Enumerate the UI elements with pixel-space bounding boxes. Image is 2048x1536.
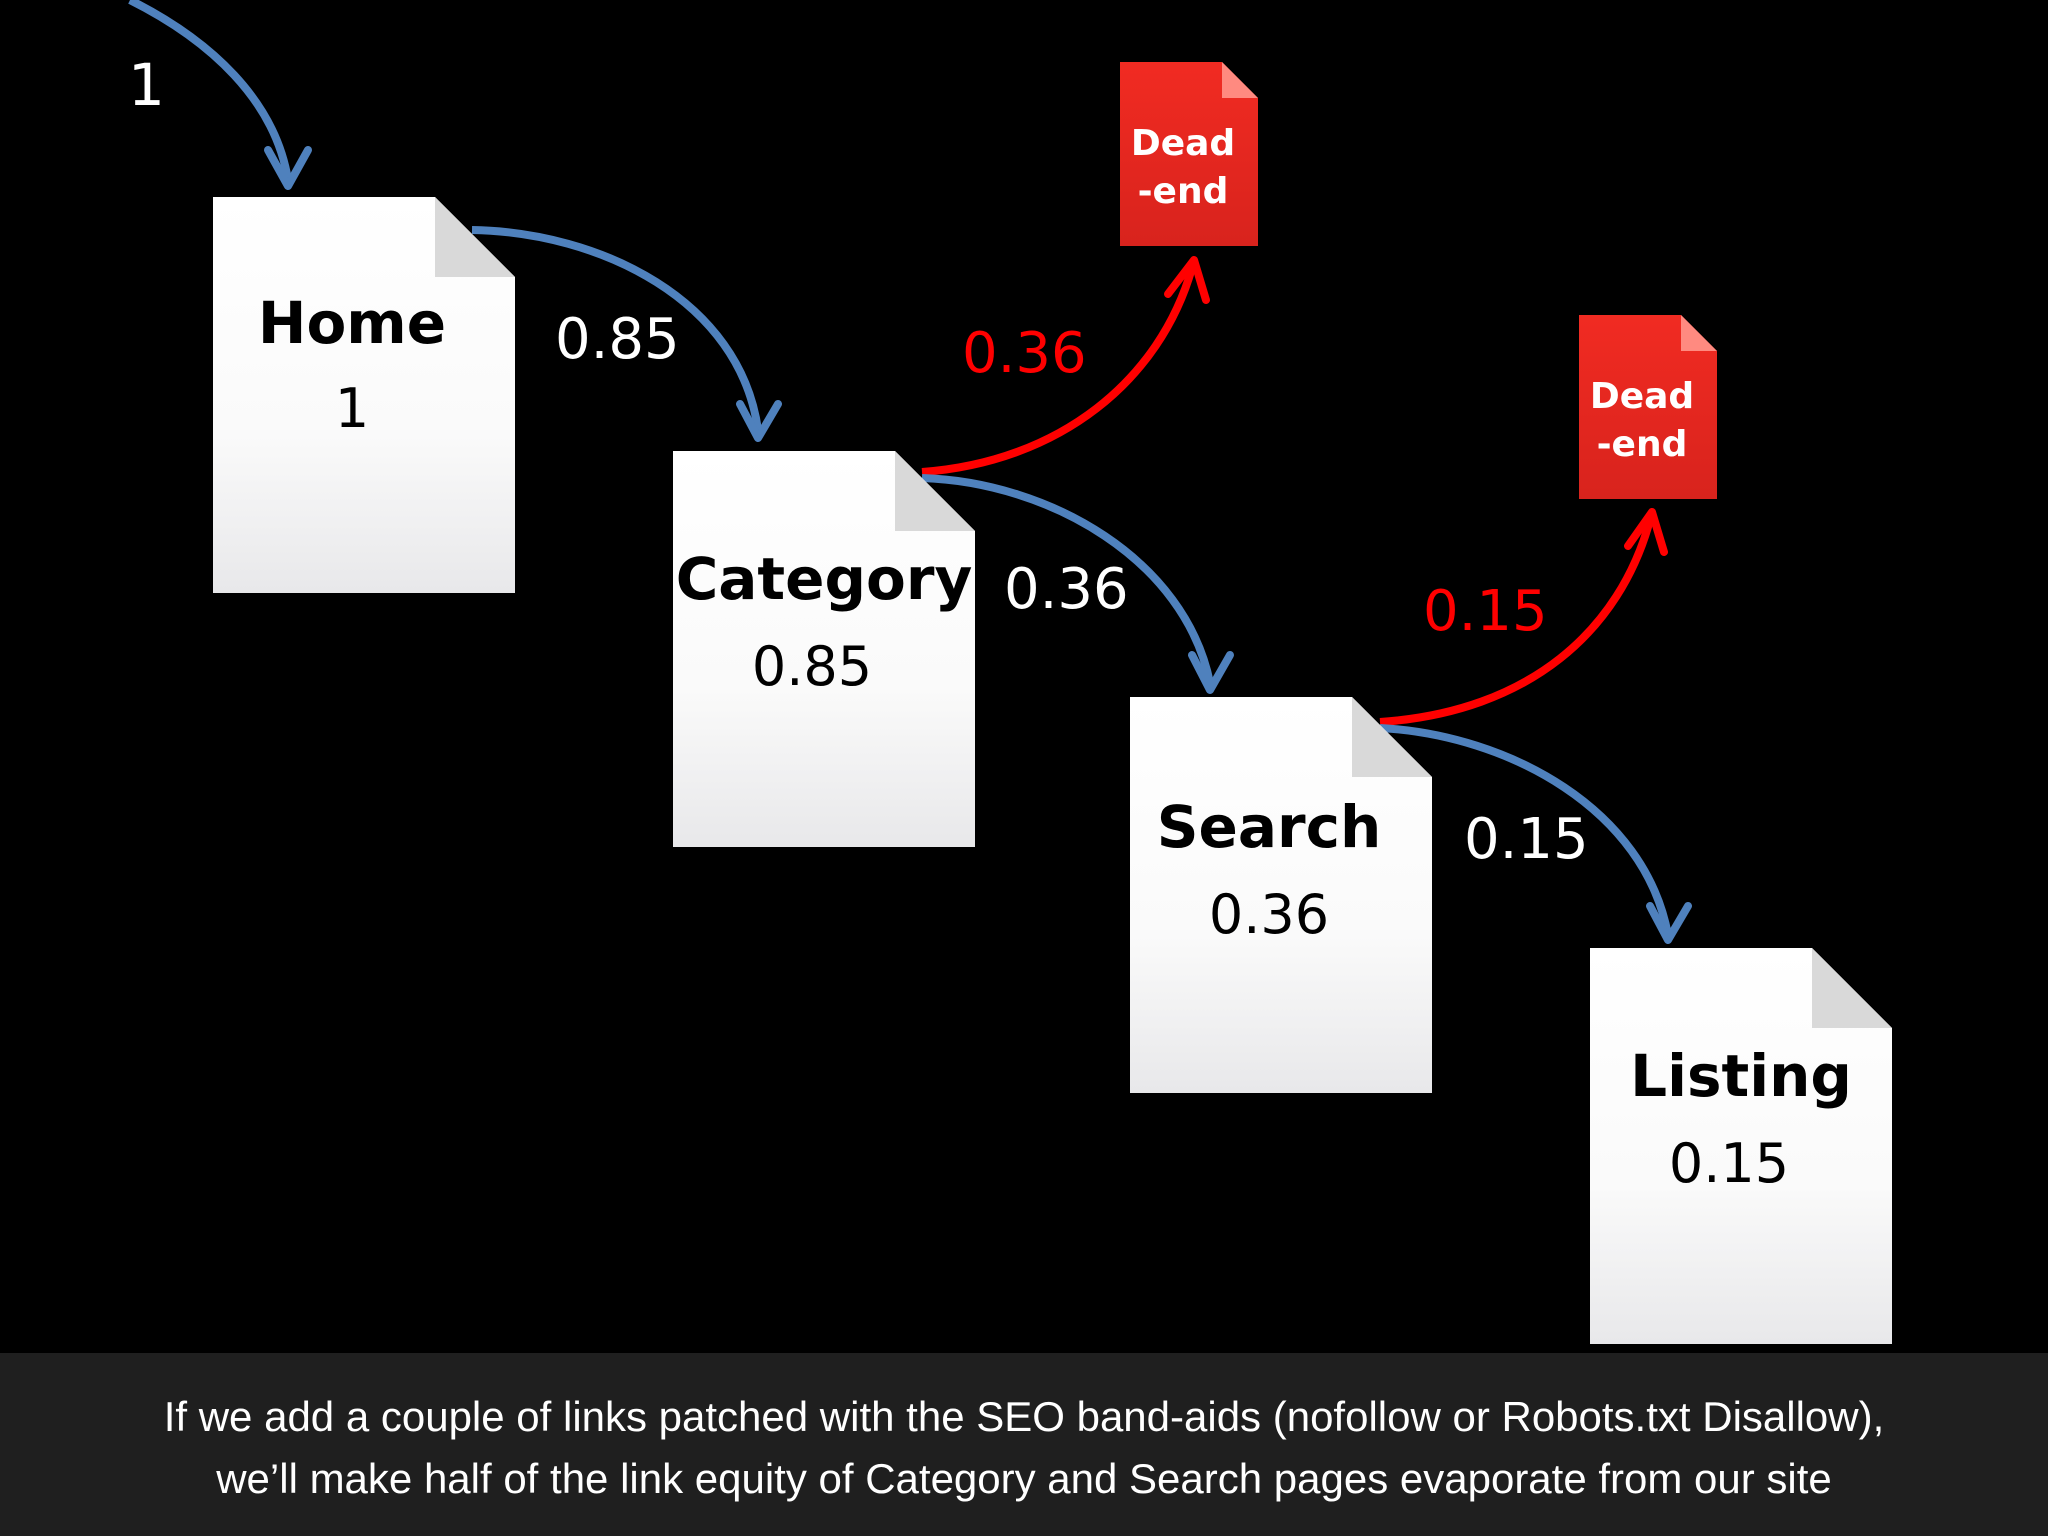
entry-weight-label: 1 bbox=[128, 51, 165, 119]
dead-end-2: Dead -end bbox=[1579, 315, 1717, 499]
dead-end-label: Dead -end bbox=[1130, 123, 1236, 212]
home-to-category-weight: 0.85 bbox=[555, 307, 680, 372]
caption-line-1: If we add a couple of links patched with… bbox=[163, 1393, 1885, 1440]
page-icon bbox=[1130, 697, 1432, 1093]
dead-end-label: Dead -end bbox=[1589, 376, 1695, 465]
page-home: Home 1 bbox=[213, 197, 515, 593]
search-to-dead-end-2-arrowhead bbox=[1624, 508, 1668, 556]
page-search: Search 0.36 bbox=[1130, 697, 1432, 1093]
arrows-layer bbox=[128, 0, 1692, 944]
page-listing: Listing 0.15 bbox=[1590, 948, 1892, 1344]
page-value: 1 bbox=[334, 377, 370, 440]
category-to-search-arrow bbox=[921, 474, 1214, 684]
category-to-dead-end-1-arrowhead bbox=[1164, 256, 1210, 304]
page-value: 0.85 bbox=[751, 635, 873, 698]
caption-line-2: we’ll make half of the link equity of Ca… bbox=[216, 1455, 1832, 1502]
category-to-dead-end-1-weight: 0.36 bbox=[962, 321, 1087, 386]
search-to-dead-end-2-weight: 0.15 bbox=[1423, 579, 1548, 644]
category-to-search-arrowhead bbox=[1188, 651, 1234, 694]
search-to-listing-weight: 0.15 bbox=[1464, 807, 1589, 872]
page-title: Listing bbox=[1630, 1042, 1852, 1110]
dead-end-icon bbox=[1120, 62, 1258, 246]
search-to-dead-end-2-arrow bbox=[1379, 518, 1654, 726]
link-equity-diagram: 1 Home 1 Category 0.85 bbox=[128, 0, 1892, 1344]
entry-arrow bbox=[128, 0, 292, 181]
search-to-listing-arrowhead bbox=[1646, 902, 1692, 944]
page-title: Home bbox=[257, 289, 447, 357]
caption-bar: If we add a couple of links patched with… bbox=[0, 1353, 2048, 1536]
page-title: Search bbox=[1156, 793, 1382, 861]
dead-end-1: Dead -end bbox=[1120, 62, 1258, 246]
home-to-category-arrow bbox=[471, 226, 762, 431]
entry-arrowhead bbox=[264, 146, 312, 190]
search-to-listing-arrow bbox=[1379, 724, 1672, 936]
dead-end-icon bbox=[1579, 315, 1717, 499]
page-value: 0.15 bbox=[1668, 1132, 1790, 1195]
category-to-search-weight: 0.36 bbox=[1004, 557, 1129, 622]
page-icon bbox=[213, 197, 515, 593]
page-value: 0.36 bbox=[1208, 883, 1330, 946]
page-icon bbox=[673, 451, 975, 847]
category-to-dead-end-1-arrow bbox=[921, 266, 1196, 476]
page-title: Category bbox=[675, 545, 973, 613]
home-to-category-arrowhead bbox=[736, 400, 782, 442]
page-category: Category 0.85 bbox=[673, 451, 975, 847]
page-icon bbox=[1590, 948, 1892, 1344]
